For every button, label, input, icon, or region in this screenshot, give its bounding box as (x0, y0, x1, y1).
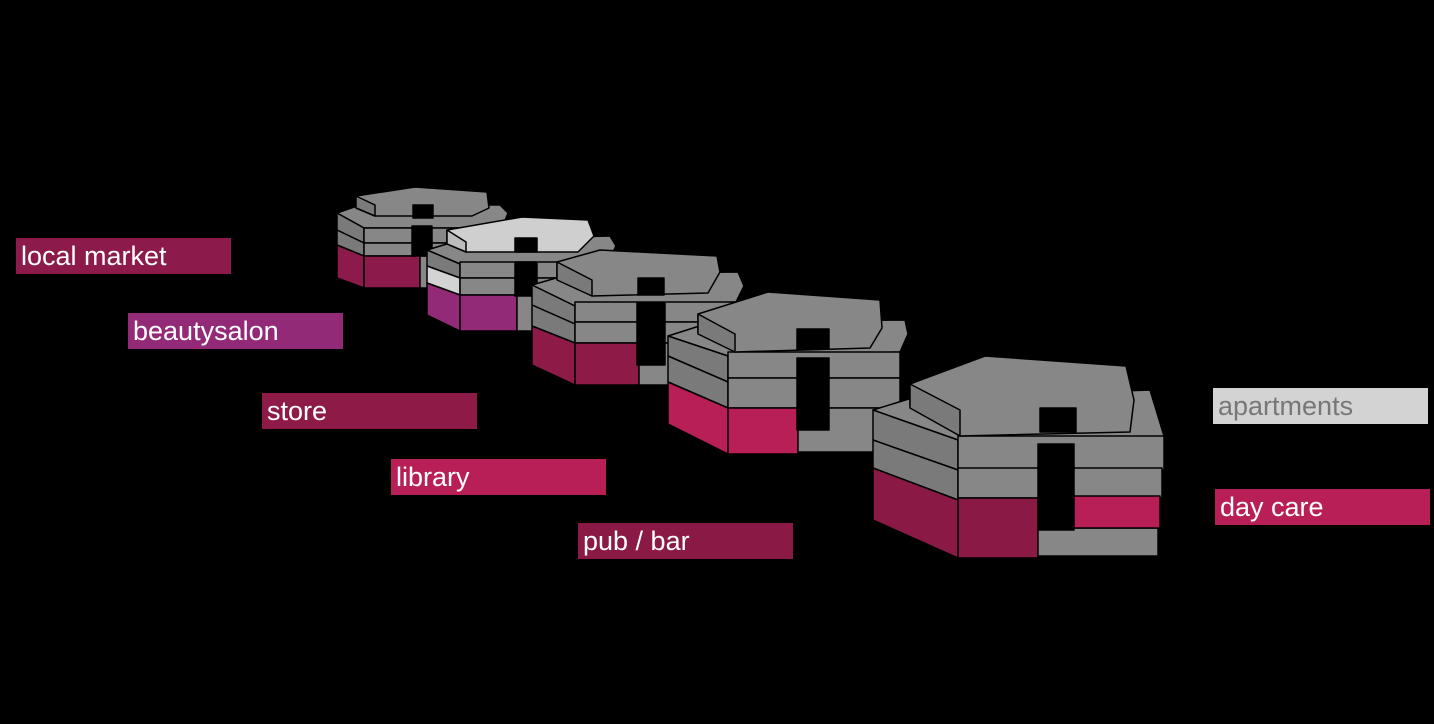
label-local-market: local market (16, 238, 231, 274)
label-day-care: day care (1215, 489, 1430, 525)
label-apartments: apartments (1213, 388, 1428, 424)
label-beautysalon: beautysalon (128, 313, 343, 349)
label-pub-bar: pub / bar (578, 523, 793, 559)
building-pub-bar-day-care (872, 355, 1165, 559)
building-library (667, 291, 909, 455)
building-store (531, 249, 745, 386)
label-library: library (391, 459, 606, 495)
label-store: store (262, 393, 477, 429)
